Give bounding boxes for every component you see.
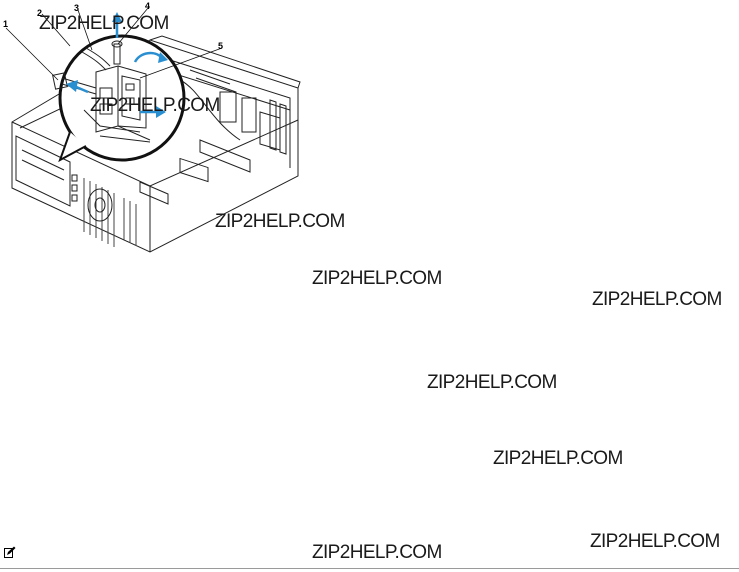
watermark: ZIP2HELP.COM — [427, 372, 557, 393]
watermark: ZIP2HELP.COM — [39, 13, 169, 34]
note-pencil-icon — [4, 546, 16, 558]
callout-5: 5 — [218, 41, 224, 51]
watermark: ZIP2HELP.COM — [312, 542, 442, 563]
callout-2: 2 — [37, 8, 43, 18]
watermark: ZIP2HELP.COM — [592, 289, 722, 310]
callout-3: 3 — [74, 3, 80, 13]
bottom-rule — [0, 568, 739, 569]
chassis-illustration — [5, 7, 301, 253]
callout-1: 1 — [3, 19, 9, 29]
watermark: ZIP2HELP.COM — [90, 95, 220, 116]
callout-4: 4 — [145, 1, 151, 11]
watermark: ZIP2HELP.COM — [215, 211, 345, 232]
watermark: ZIP2HELP.COM — [493, 448, 623, 469]
watermark: ZIP2HELP.COM — [590, 531, 720, 552]
watermark: ZIP2HELP.COM — [312, 268, 442, 289]
